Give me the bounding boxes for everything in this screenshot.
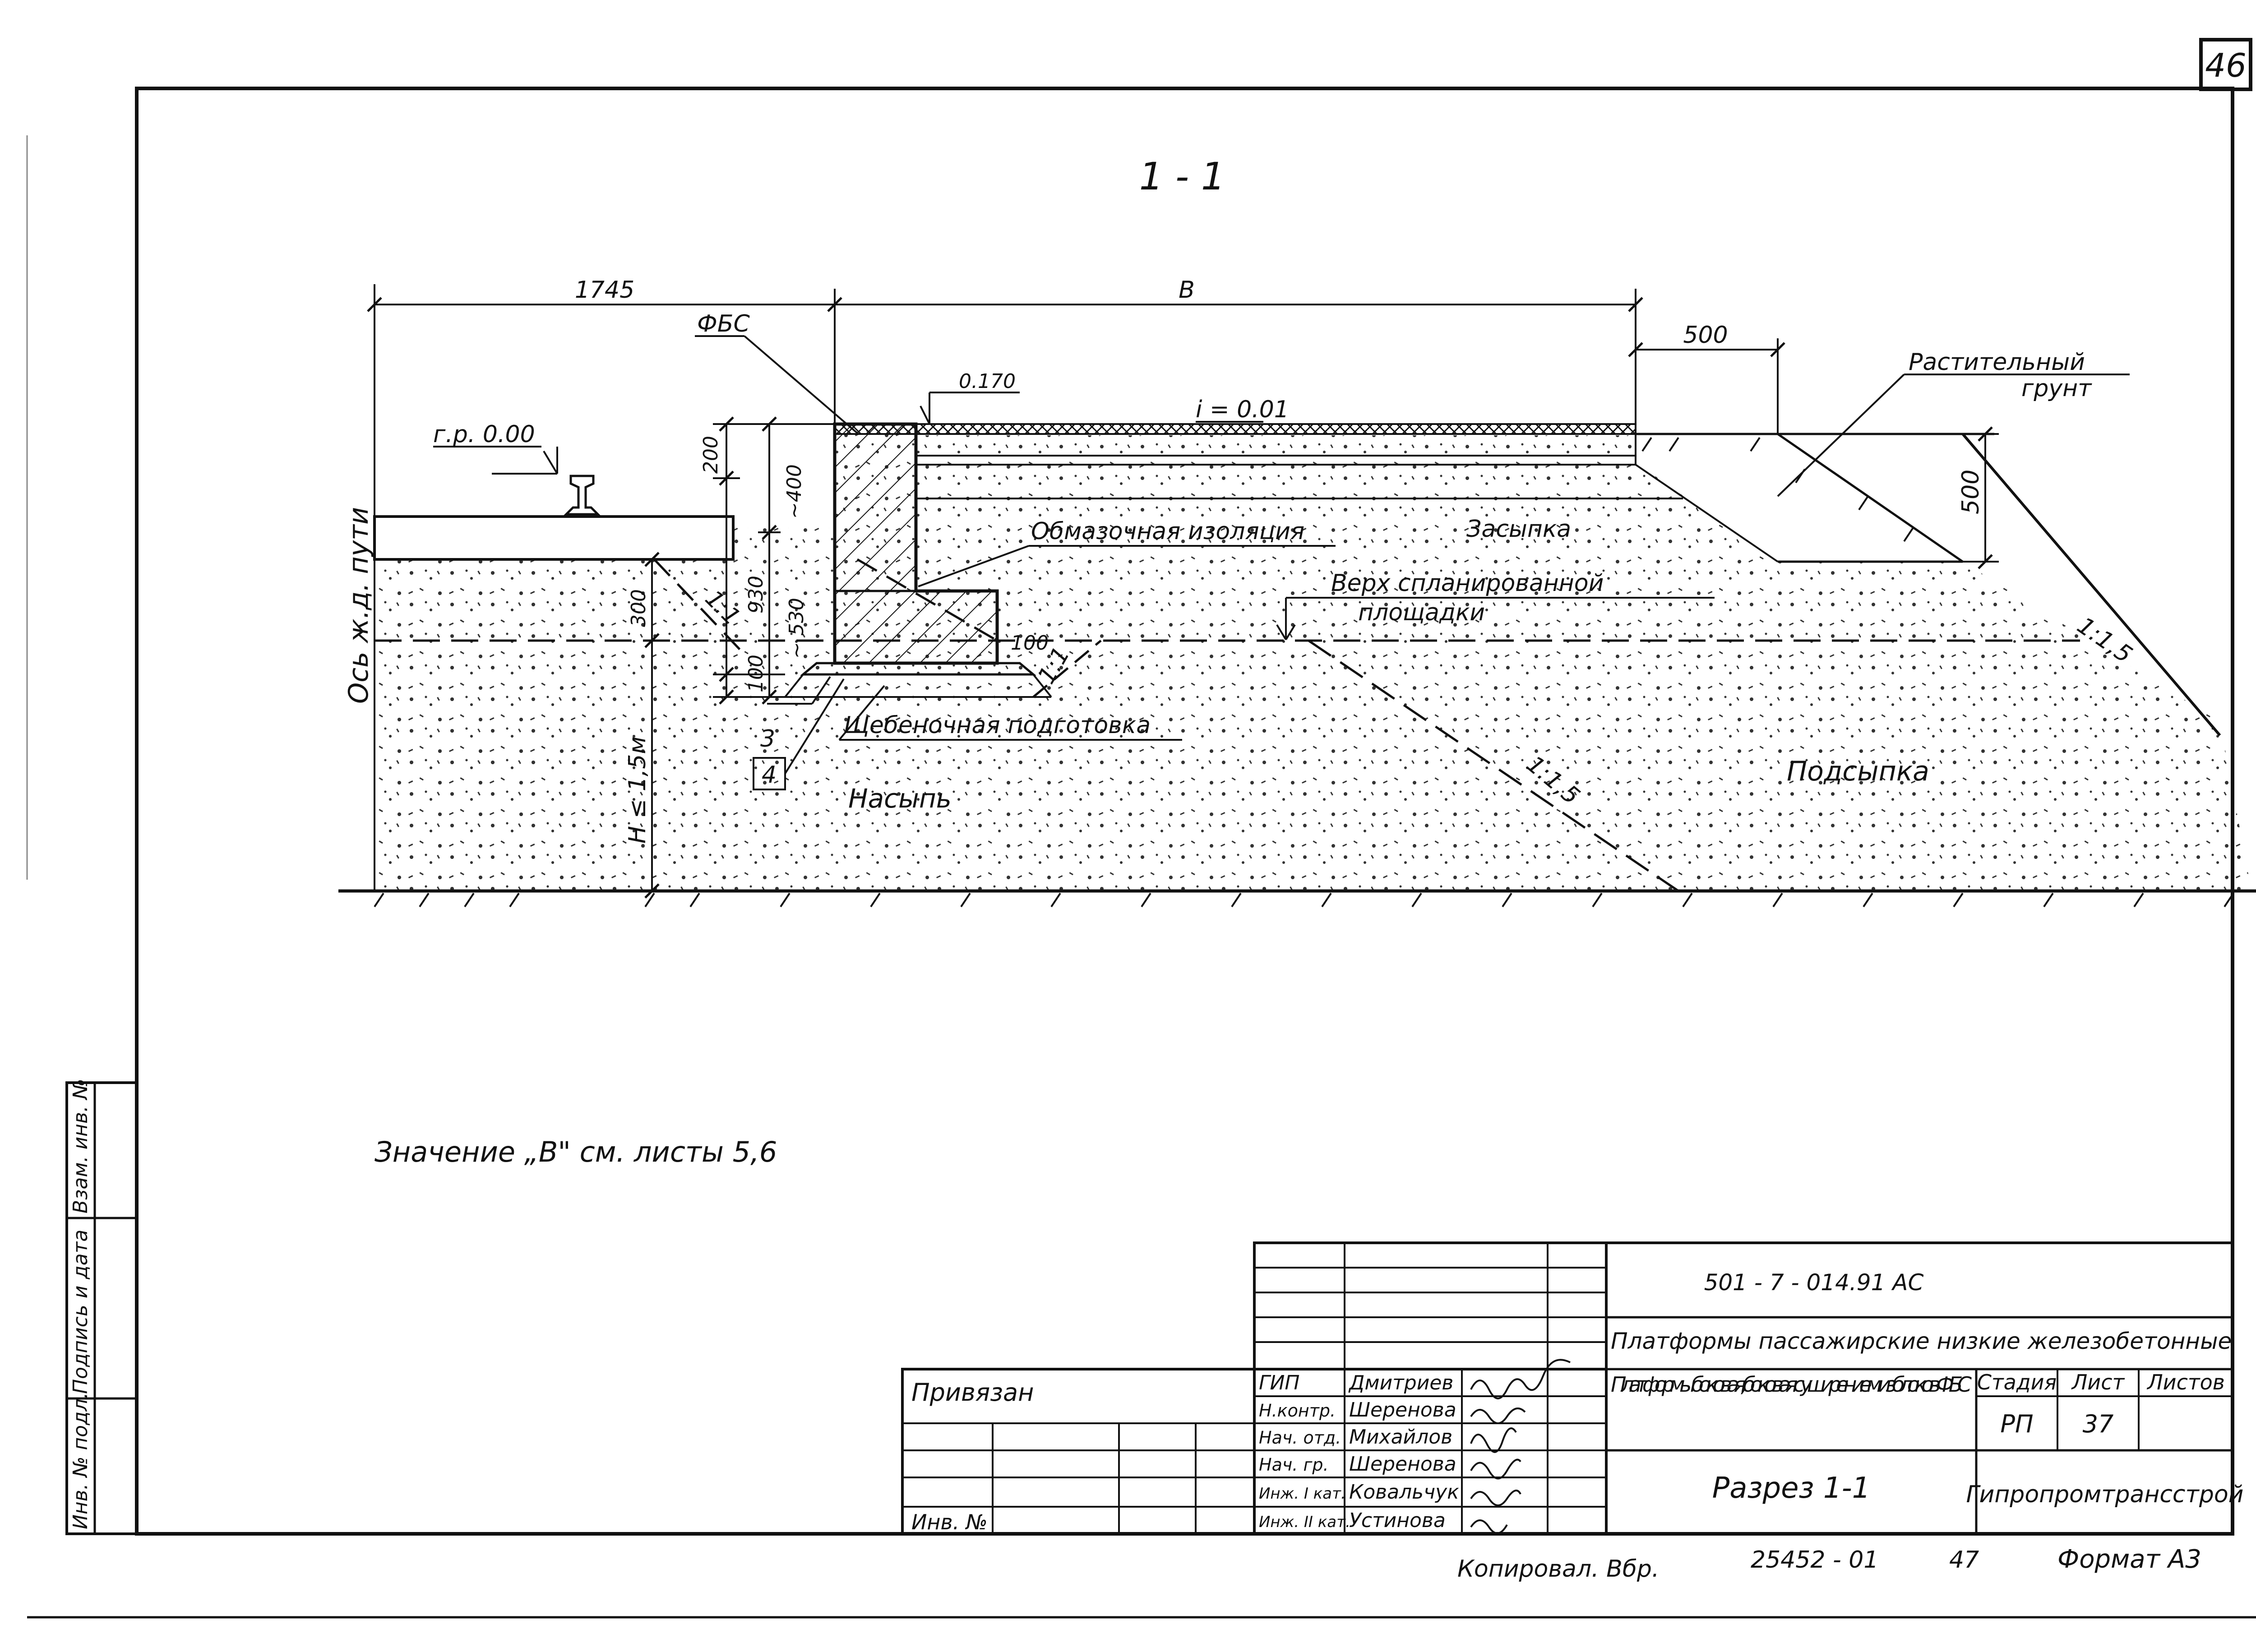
- stage-value: РП: [2000, 1410, 2033, 1438]
- cross-section: г.р. 0.00: [338, 277, 2256, 908]
- archive-sheet: 47: [1949, 1546, 1979, 1574]
- organization: Гипропромтрансстрой: [1966, 1481, 2244, 1508]
- dim-200: 200: [699, 436, 722, 474]
- dim-100-left: 100: [744, 655, 767, 692]
- side-stamp-replace: Взам. инв. №: [69, 1079, 92, 1214]
- inv-label: Инв. №: [911, 1510, 988, 1534]
- vegetable-soil-label-2: грунт: [2021, 375, 2092, 402]
- role-4: Инж. I кат.: [1259, 1485, 1346, 1503]
- dim-500-top: 500: [1683, 322, 1728, 349]
- page-number-box: 46: [2199, 38, 2252, 91]
- dim-930: 930: [744, 576, 767, 614]
- vegetable-soil-label-1: Растительный: [1909, 349, 2085, 376]
- subfill-label: Подсыпка: [1787, 756, 1929, 787]
- platform-surface-layer: [834, 423, 1637, 435]
- archive-number: 25452 - 01: [1751, 1546, 1878, 1574]
- dim-100-right: 100: [1011, 632, 1049, 655]
- side-stamp-inv: Инв. № подл.: [69, 1392, 92, 1529]
- dim-500-right: 500: [1957, 470, 1984, 514]
- backfill-label: Засыпка: [1466, 516, 1571, 543]
- elevation-0170: 0.170: [959, 370, 1016, 393]
- copied-by: Копировал. Вбр.: [1457, 1555, 1659, 1583]
- note-b-value: Значение „В" см. листы 5,6: [374, 1135, 777, 1168]
- role-1: Н.контр.: [1259, 1401, 1336, 1421]
- role-2: Нач. отд.: [1259, 1428, 1341, 1448]
- sheets-header: Листов: [2146, 1370, 2225, 1394]
- side-stamp: Инв. № подл. Подпись и дата Взам. инв. №: [65, 1079, 138, 1535]
- page-number: 46: [2205, 46, 2247, 84]
- gravel-bed: [800, 662, 1036, 676]
- dim-400: ~400: [783, 464, 806, 519]
- dim-530: ~ 530: [785, 598, 808, 659]
- signatures: [1470, 1359, 1571, 1534]
- track-ballast-area: [374, 517, 735, 891]
- sheet-header: Лист: [2071, 1370, 2125, 1394]
- name-2: Михайлов: [1349, 1426, 1452, 1449]
- callout-3: 3: [760, 725, 775, 752]
- title-block: [901, 1241, 2234, 1535]
- dim-b: В: [1179, 277, 1195, 304]
- section-title: 1 - 1: [1139, 154, 1225, 198]
- gravel-label: Щебеночная подготовка: [844, 712, 1151, 739]
- name-1: Шеренова: [1349, 1398, 1456, 1421]
- track-axis-label: Ось ж.д. пути: [343, 507, 374, 704]
- drawing-name: Разрез 1-1: [1712, 1472, 1871, 1505]
- dim-h: Н ≤ 1,5м: [624, 736, 651, 844]
- side-stamp-sign: Подпись и дата: [69, 1230, 92, 1394]
- doc-code: 501 - 7 - 014.91 АС: [1704, 1269, 1924, 1296]
- rail-head-label: г.р. 0.00: [433, 421, 535, 448]
- fbs-label: ФБС: [697, 310, 750, 337]
- format-label: Формат А3: [2057, 1545, 2201, 1574]
- name-0: Дмитриев: [1348, 1371, 1453, 1394]
- embankment-label: Насыпь: [848, 783, 952, 814]
- planned-top-label-1: Верх спланированной: [1331, 570, 1604, 597]
- track-slab: [373, 515, 735, 561]
- planned-top-label-2: площадки: [1358, 599, 1485, 626]
- bound-label: Привязан: [911, 1378, 1034, 1407]
- sheet-value: 37: [2083, 1410, 2114, 1438]
- project-title: Платформы пассажирские низкие железобето…: [1611, 1328, 2232, 1354]
- stage-header: Стадия: [1977, 1370, 2057, 1394]
- dim-1745: 1745: [575, 277, 634, 304]
- rail-profile: [563, 475, 601, 516]
- role-5: Инж. II кат.: [1259, 1513, 1350, 1531]
- sheet-title: Платформы боковая, боковая с уширением и…: [1611, 1372, 1972, 1397]
- dim-300: 300: [627, 589, 650, 627]
- name-4: Ковальчук: [1349, 1481, 1459, 1504]
- name-5: Устинова: [1349, 1509, 1446, 1532]
- callout-4: 4: [762, 761, 777, 789]
- name-3: Шеренова: [1349, 1453, 1456, 1476]
- role-0: ГИП: [1259, 1371, 1300, 1394]
- slope-label: i = 0.01: [1196, 396, 1289, 423]
- role-3: Нач. гр.: [1259, 1455, 1329, 1475]
- coating-label: Обмазочная изоляция: [1031, 518, 1304, 545]
